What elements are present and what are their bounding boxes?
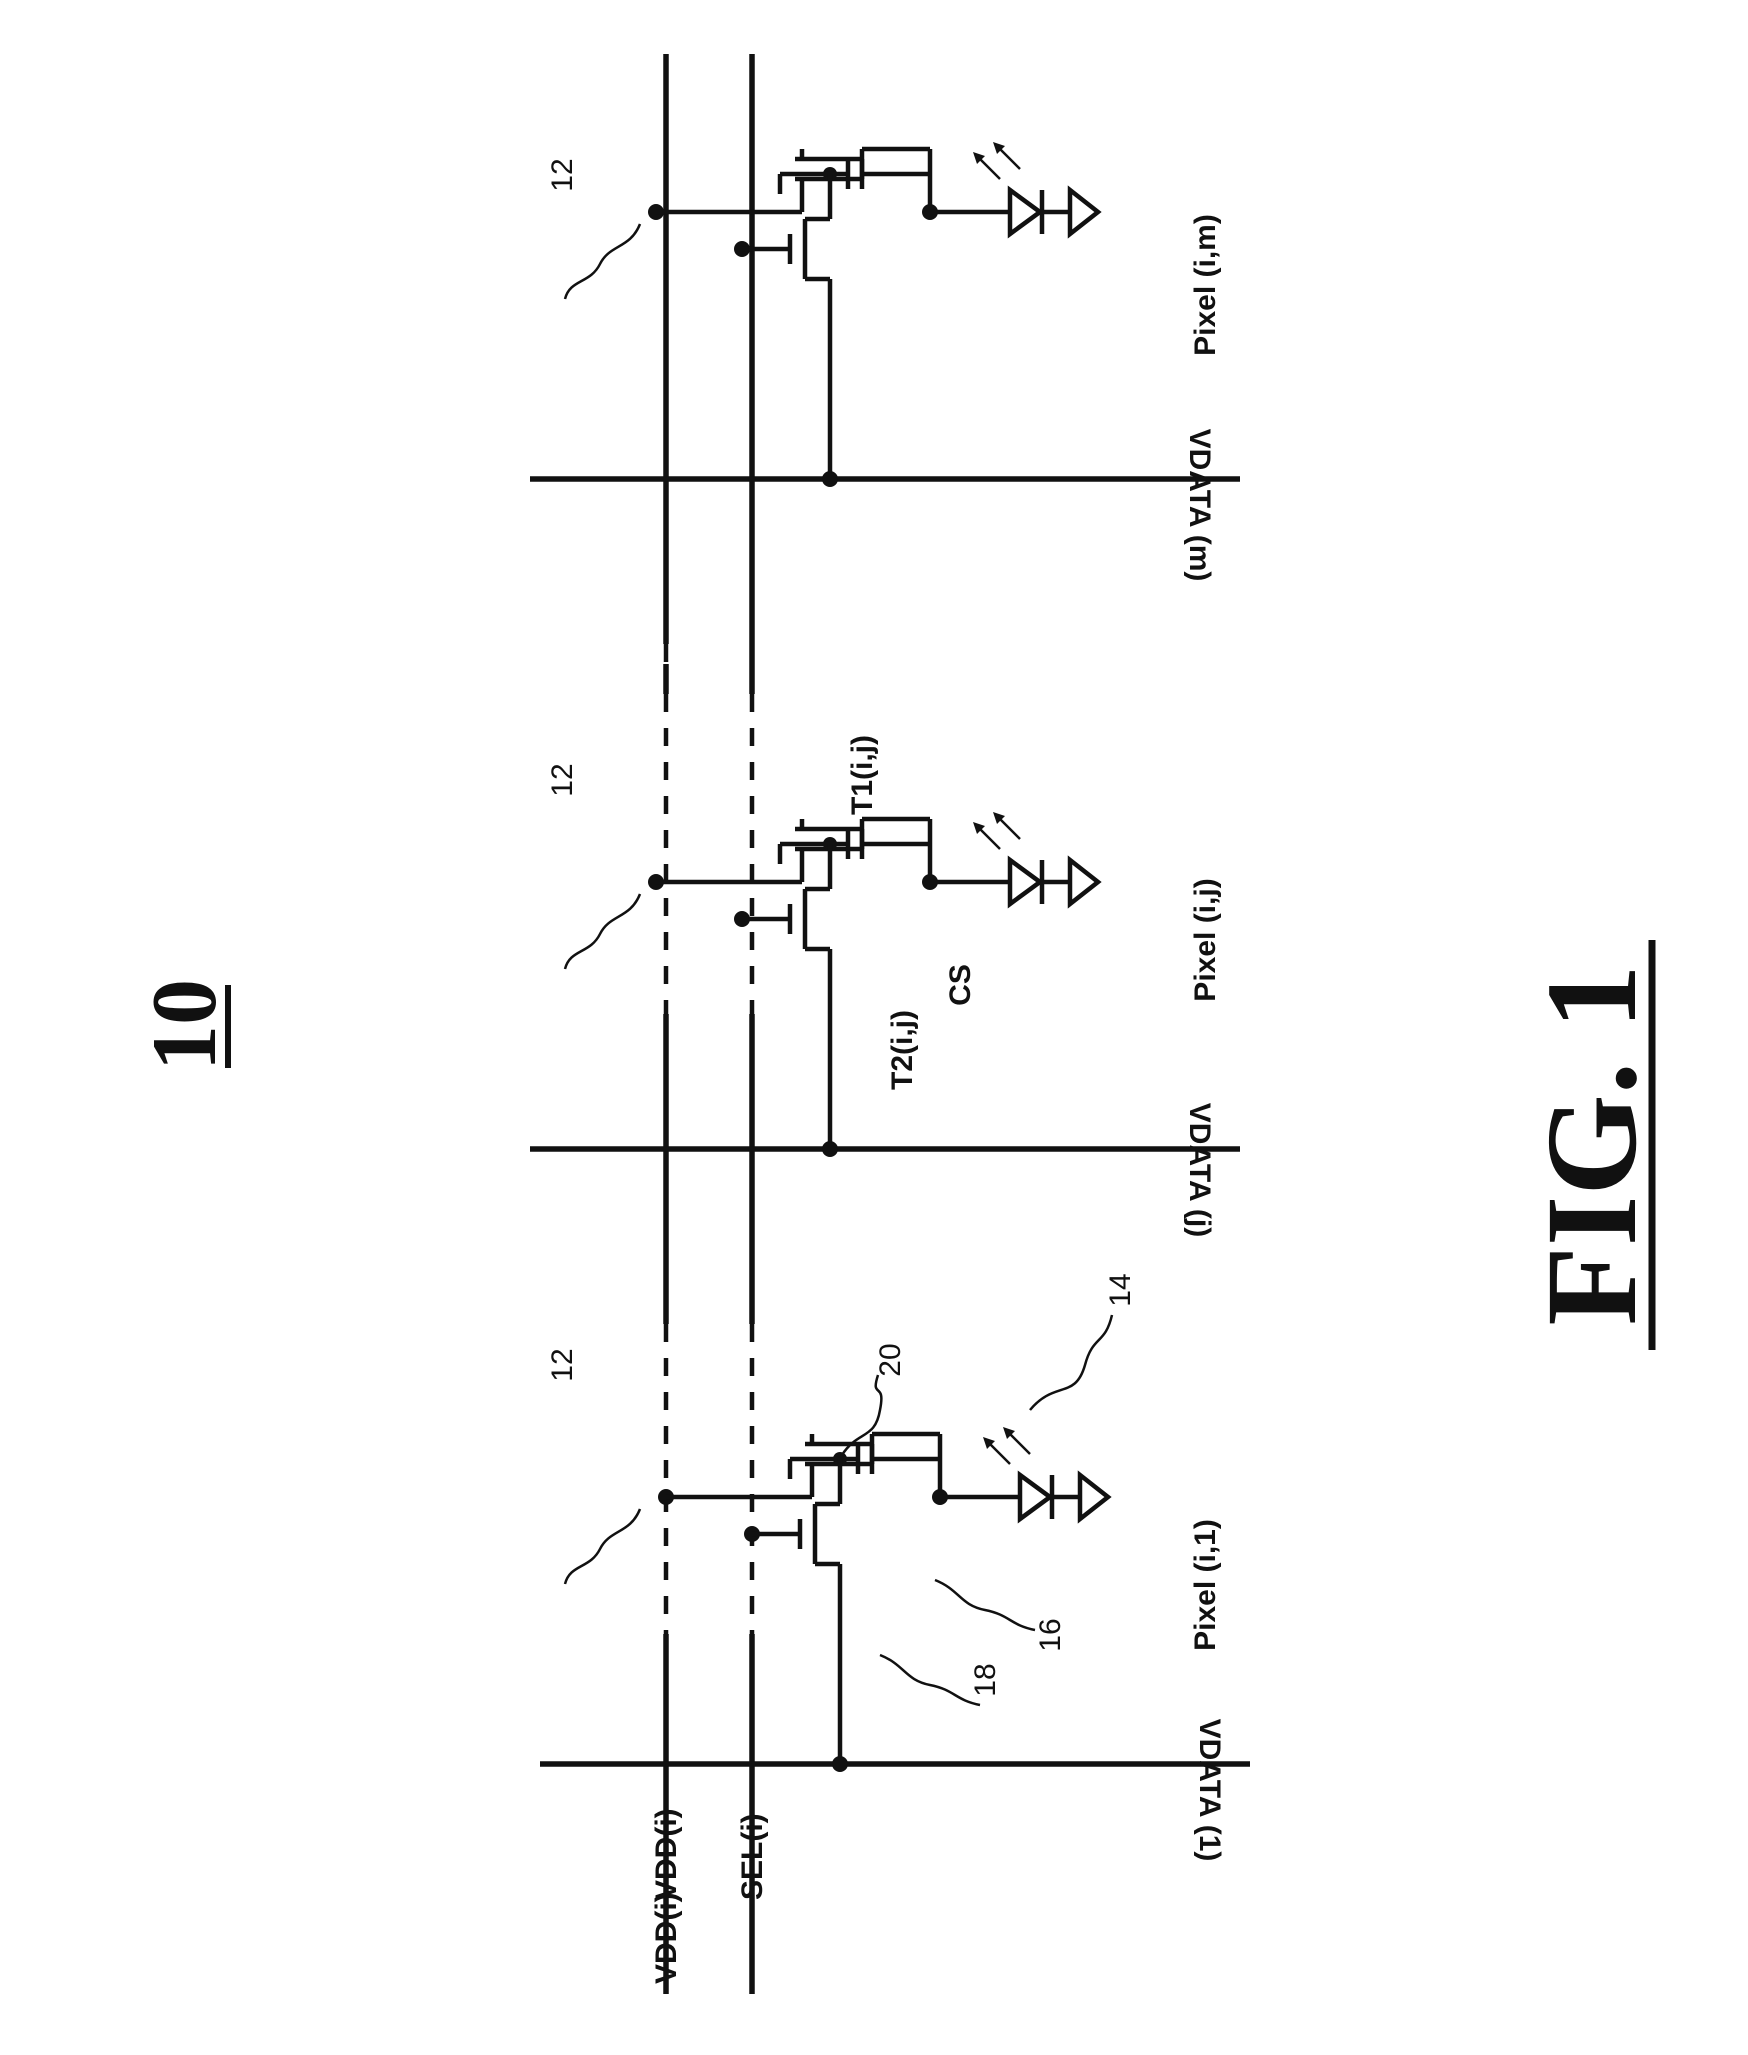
t1-label: T1(i,j): [846, 735, 879, 815]
pixel-circuit-1: [658, 1427, 1108, 1772]
pixel-m-label: Pixel (i,m): [1189, 214, 1222, 356]
ref-14: 14: [1104, 1273, 1137, 1306]
vdata-1-label: VDATA (1): [1193, 1719, 1226, 1862]
cs-label: CS: [944, 964, 977, 1006]
pixel-1-label: Pixel (i,1): [1189, 1519, 1222, 1651]
ref-12-a: 12: [546, 1348, 579, 1381]
vdata-j-label: VDATA (j): [1183, 1103, 1216, 1237]
ref-18: 18: [969, 1663, 1002, 1696]
ref-12-leader-1: [565, 1509, 640, 1584]
ref-16: 16: [1034, 1618, 1067, 1651]
ref-18-leader: [880, 1655, 980, 1705]
ref-16-leader: [935, 1580, 1035, 1630]
vdd-rail-label: VDD(i): [650, 1808, 683, 1900]
t2-label: T2(i,j): [886, 1010, 919, 1090]
pixel-circuit-m: [648, 142, 1098, 487]
ref-14-leader: [1030, 1315, 1112, 1410]
vdd-label: VDD(i): [650, 1892, 683, 1984]
ref-20: 20: [874, 1343, 907, 1376]
figure-number: 10: [133, 979, 235, 1071]
pixel-j-label: Pixel (i,j): [1189, 878, 1222, 1001]
ref-12-b: 12: [546, 763, 579, 796]
ref-12-leader-m: [565, 224, 640, 299]
vdata-m-label: VDATA (m): [1183, 429, 1216, 582]
figure-caption: FIG. 1: [1520, 964, 1664, 1325]
ref-12-c: 12: [546, 158, 579, 191]
ref-12-leader-j: [565, 894, 640, 969]
sel-rail-label: SEL(i): [736, 1813, 769, 1900]
pixel-circuit-j: [648, 812, 1098, 1157]
